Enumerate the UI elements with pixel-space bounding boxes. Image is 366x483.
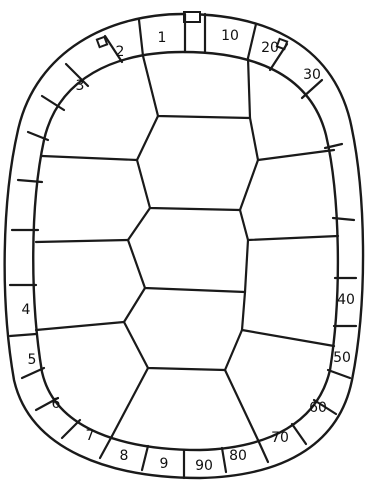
label-7: 7 [86, 428, 95, 444]
label-50: 50 [333, 350, 351, 366]
vertebral-scute-2 [137, 116, 258, 210]
label-4: 4 [22, 302, 31, 318]
label-10: 10 [221, 28, 239, 44]
label-20: 20 [261, 40, 279, 56]
vertebral-scutes [112, 56, 258, 440]
vertebral-scute-5 [112, 368, 258, 440]
label-30: 30 [303, 67, 321, 83]
label-5: 5 [28, 352, 37, 368]
label-3: 3 [76, 78, 85, 94]
vertebral-scute-4 [124, 288, 245, 370]
label-60: 60 [309, 400, 327, 416]
vertebral-scute-1 [143, 56, 250, 118]
label-70: 70 [271, 430, 289, 446]
label-6: 6 [52, 396, 61, 412]
nuchal-notch [184, 12, 200, 22]
label-8: 8 [120, 448, 129, 464]
label-9: 9 [160, 456, 169, 472]
label-40: 40 [337, 292, 355, 308]
label-80: 80 [229, 448, 247, 464]
label-90: 90 [195, 458, 213, 474]
vertebral-scute-3 [128, 208, 248, 292]
carapace-inner-ring [33, 52, 338, 450]
costal-dividers [36, 150, 338, 346]
label-1: 1 [158, 30, 167, 46]
label-2: 2 [116, 44, 125, 60]
